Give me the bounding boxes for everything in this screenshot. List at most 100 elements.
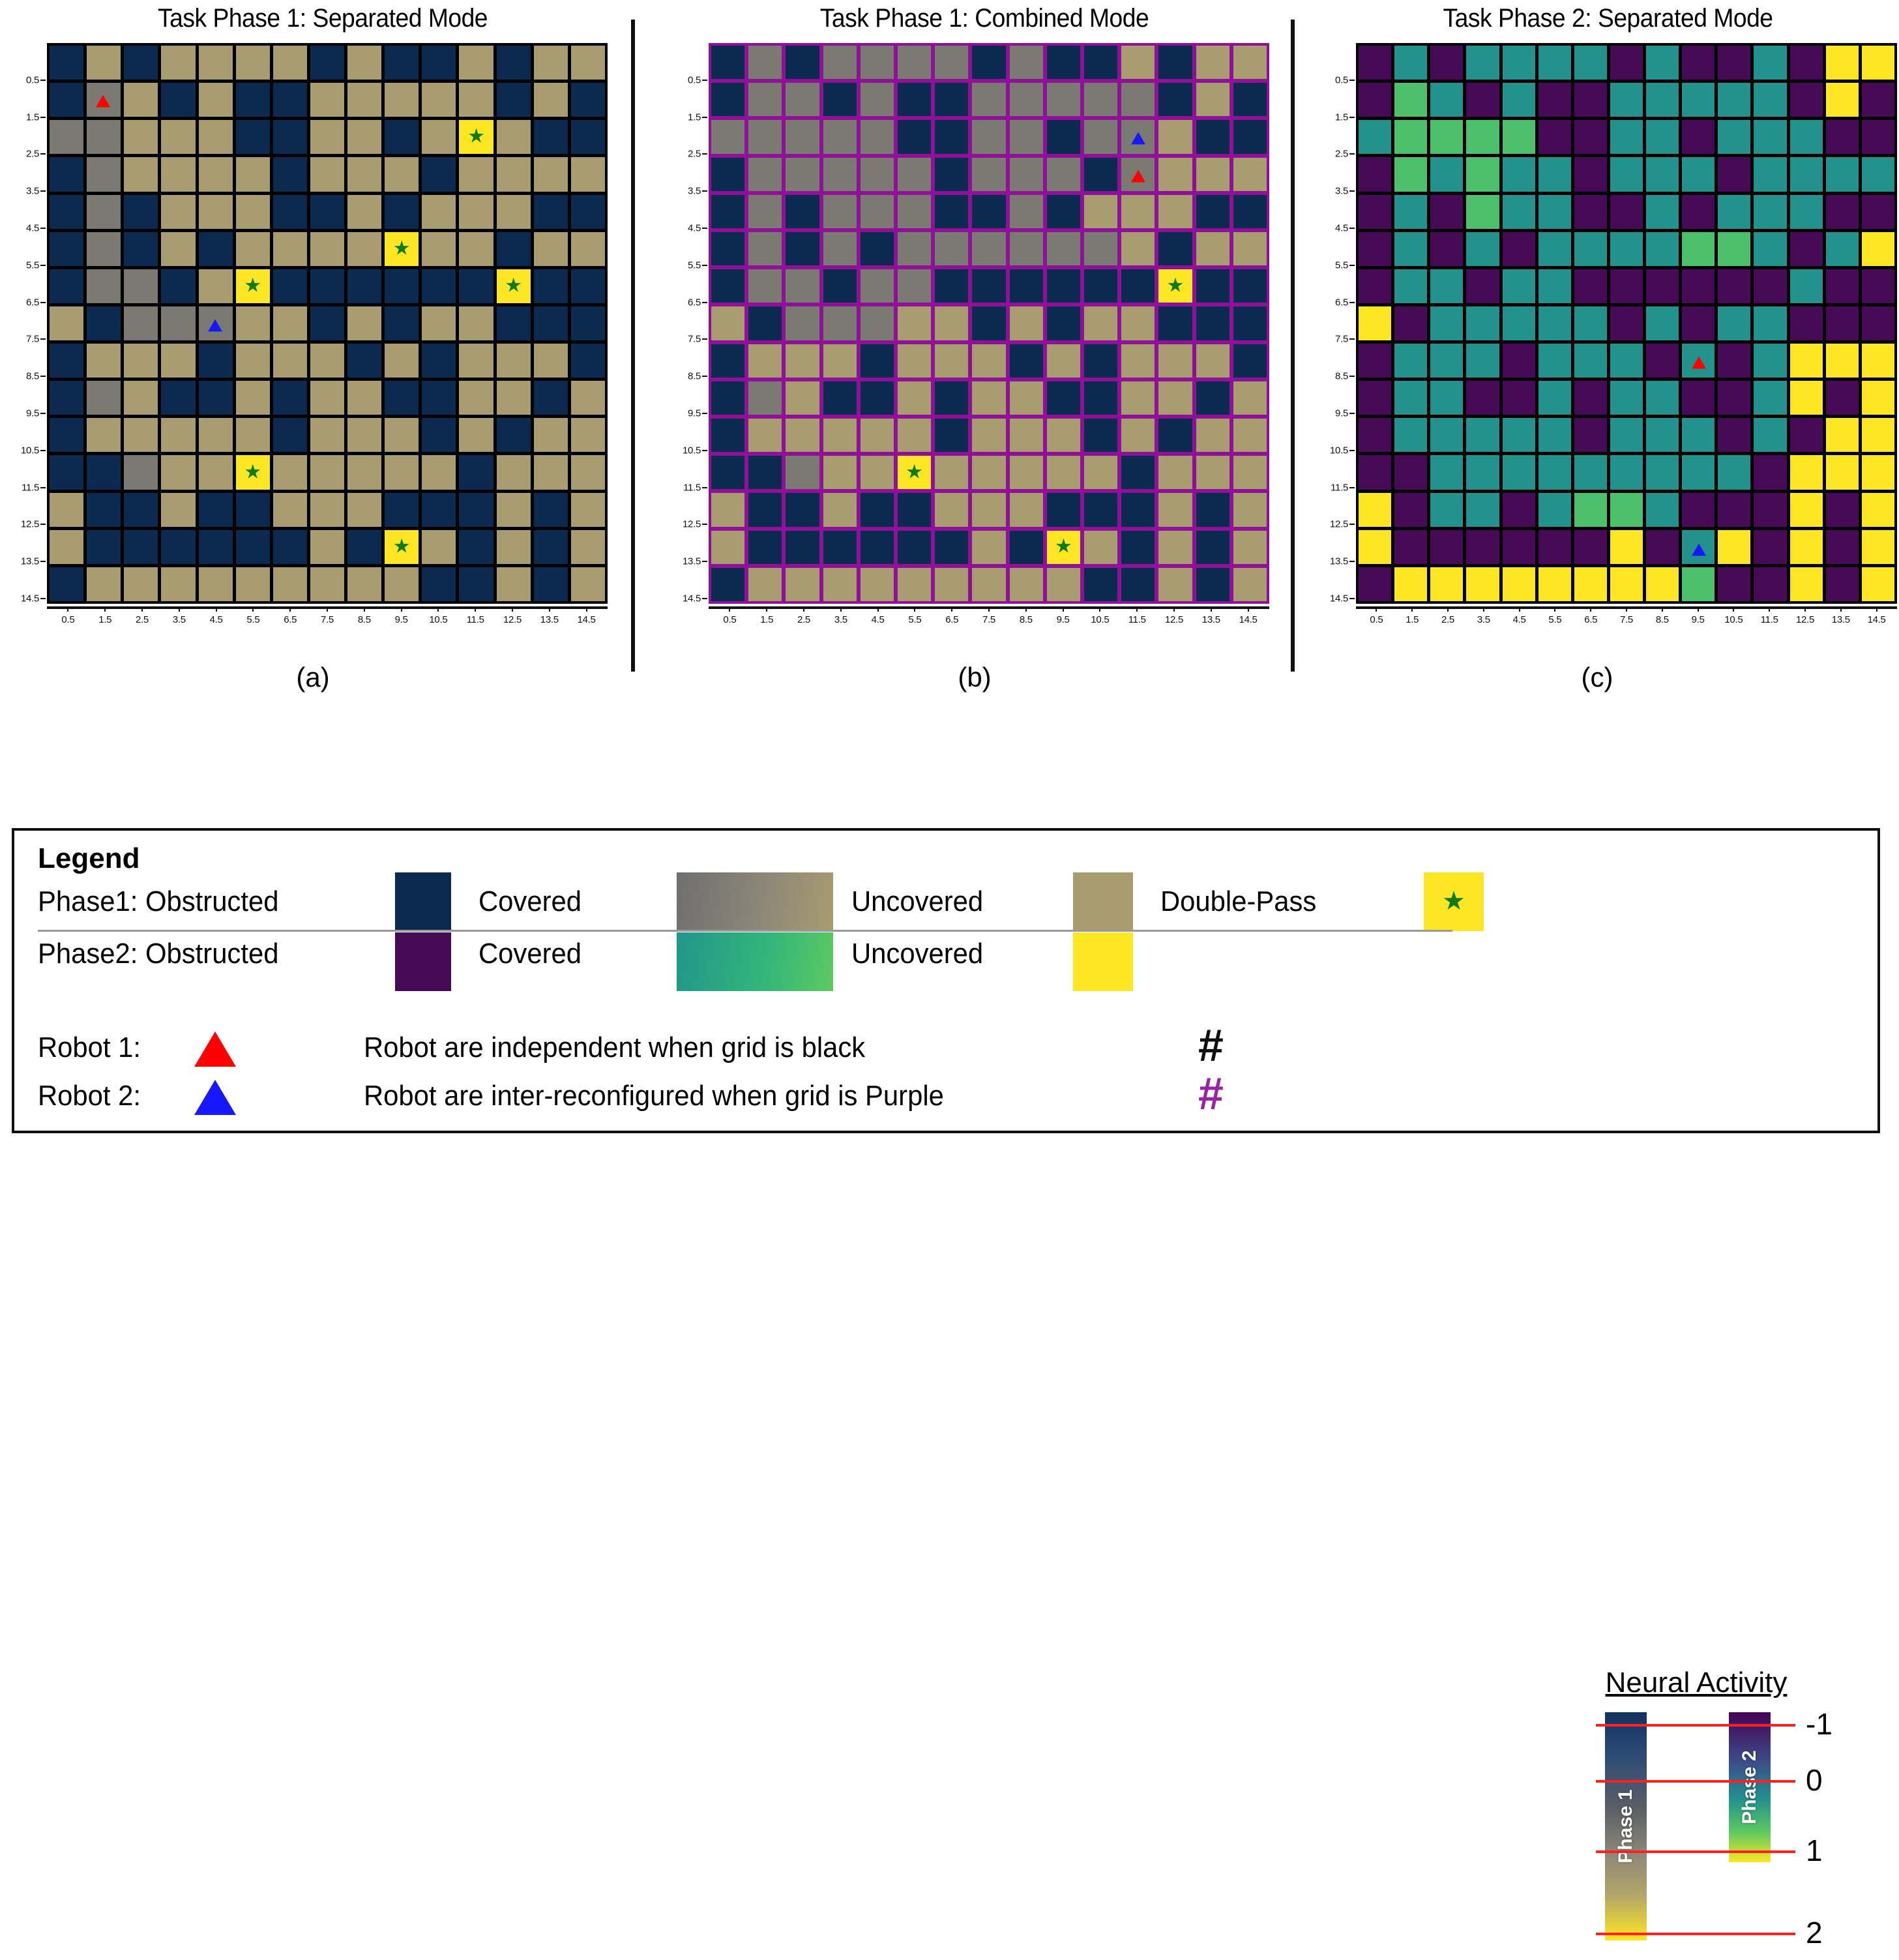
grid-cell[interactable] [1394,306,1428,341]
grid-cell[interactable] [1196,269,1229,303]
grid-cell[interactable] [1682,269,1715,303]
grid-cell[interactable] [1502,194,1535,229]
grid-cell[interactable] [198,83,233,117]
grid-cell[interactable] [711,456,745,490]
grid-cell[interactable] [1121,194,1155,228]
grid-cell[interactable] [823,419,857,453]
grid-cell[interactable] [1682,231,1715,266]
grid-cell[interactable] [860,157,894,191]
grid-cell[interactable] [1825,269,1859,303]
grid-cell[interactable] [570,194,605,229]
grid-cell[interactable] [496,455,531,490]
grid-cell[interactable] [1158,194,1192,228]
grid-cell[interactable] [1646,46,1679,80]
grid-cell[interactable] [347,492,382,527]
grid-cell[interactable] [711,157,745,191]
grid-cell[interactable] [422,455,456,490]
grid-cell[interactable] [1754,567,1787,601]
grid-cell[interactable] [1233,232,1267,266]
grid-cell[interactable] [1430,46,1464,80]
grid-cell[interactable] [496,418,531,453]
grid-cell[interactable] [310,120,345,155]
grid-cell[interactable] [1718,83,1751,117]
grid-cell[interactable] [1538,306,1571,341]
grid-cell[interactable] [1610,529,1643,564]
grid-cell[interactable] [496,344,531,378]
grid-cell[interactable] [1084,269,1118,303]
grid-cell[interactable] [496,306,531,341]
grid-cell[interactable] [161,83,196,117]
grid-cell[interactable] [1646,344,1679,378]
grid-cell[interactable] [1196,381,1229,415]
grid-cell[interactable] [496,194,531,229]
grid-cell[interactable] [786,232,819,266]
grid-cell[interactable] [1196,194,1229,228]
grid-cell[interactable] [1789,492,1823,527]
panel-c-heatmap[interactable] [1356,43,1897,604]
grid-cell[interactable] [1466,46,1499,80]
grid-cell[interactable] [1646,567,1679,601]
grid-cell[interactable] [570,306,605,341]
grid-cell[interactable] [198,194,233,229]
grid-cell[interactable] [50,418,84,453]
grid-cell[interactable] [1502,231,1535,266]
grid-cell[interactable] [1825,83,1859,117]
grid-cell[interactable] [1718,492,1751,527]
grid-cell[interactable] [1574,231,1607,266]
grid-cell[interactable] [235,46,270,80]
grid-cell[interactable] [1610,269,1643,303]
grid-cell[interactable] [1233,344,1267,378]
grid-cell[interactable] [898,83,932,117]
grid-cell[interactable] [272,157,307,192]
grid-cell[interactable] [533,231,568,266]
grid-cell[interactable] [1196,344,1229,378]
grid-cell[interactable] [124,455,158,490]
grid-cell[interactable] [1825,418,1859,453]
grid-cell[interactable] [1233,419,1267,453]
grid-cell[interactable] [347,194,382,229]
grid-cell[interactable] [235,231,270,266]
grid-cell[interactable] [1158,157,1192,191]
grid-cell[interactable] [1046,83,1080,117]
grid-cell[interactable] [272,46,307,80]
grid-cell[interactable] [533,194,568,229]
grid-cell[interactable] [972,456,1006,490]
grid-cell[interactable] [972,83,1006,117]
grid-cell[interactable] [310,157,345,192]
grid-cell[interactable] [533,567,568,601]
grid-cell[interactable] [1121,493,1155,527]
grid-cell[interactable] [570,83,605,117]
grid-cell[interactable] [711,344,745,378]
grid-cell[interactable]: ★ [385,529,419,564]
grid-cell[interactable] [272,231,307,266]
grid-cell[interactable] [1538,83,1571,117]
grid-cell[interactable] [1046,567,1080,601]
grid-cell[interactable] [570,120,605,155]
grid-cell[interactable] [972,493,1006,527]
grid-cell[interactable] [1430,381,1464,415]
grid-cell[interactable] [860,381,894,415]
grid-cell[interactable] [1394,46,1428,80]
grid-cell[interactable] [1359,83,1392,117]
grid-cell[interactable] [1718,157,1751,192]
robot2-marker[interactable] [1691,543,1706,556]
grid-cell[interactable] [198,455,233,490]
grid-cell[interactable] [1646,194,1679,229]
grid-cell[interactable] [1754,344,1787,378]
grid-cell[interactable] [533,529,568,564]
grid-cell[interactable] [1789,269,1823,303]
grid-cell[interactable] [748,567,782,601]
grid-cell[interactable] [1430,194,1464,229]
grid-cell[interactable] [1394,83,1428,117]
grid-cell[interactable] [1789,381,1823,415]
grid-cell[interactable] [1789,306,1823,341]
grid-cell[interactable] [711,83,745,117]
grid-cell[interactable] [1682,157,1715,192]
grid-cell[interactable] [459,83,493,117]
grid-cell[interactable] [1754,306,1787,341]
grid-cell[interactable] [385,46,419,80]
grid-cell[interactable] [1574,269,1607,303]
grid-cell[interactable] [459,231,493,266]
grid-cell[interactable] [1430,269,1464,303]
grid-cell[interactable] [1009,83,1043,117]
